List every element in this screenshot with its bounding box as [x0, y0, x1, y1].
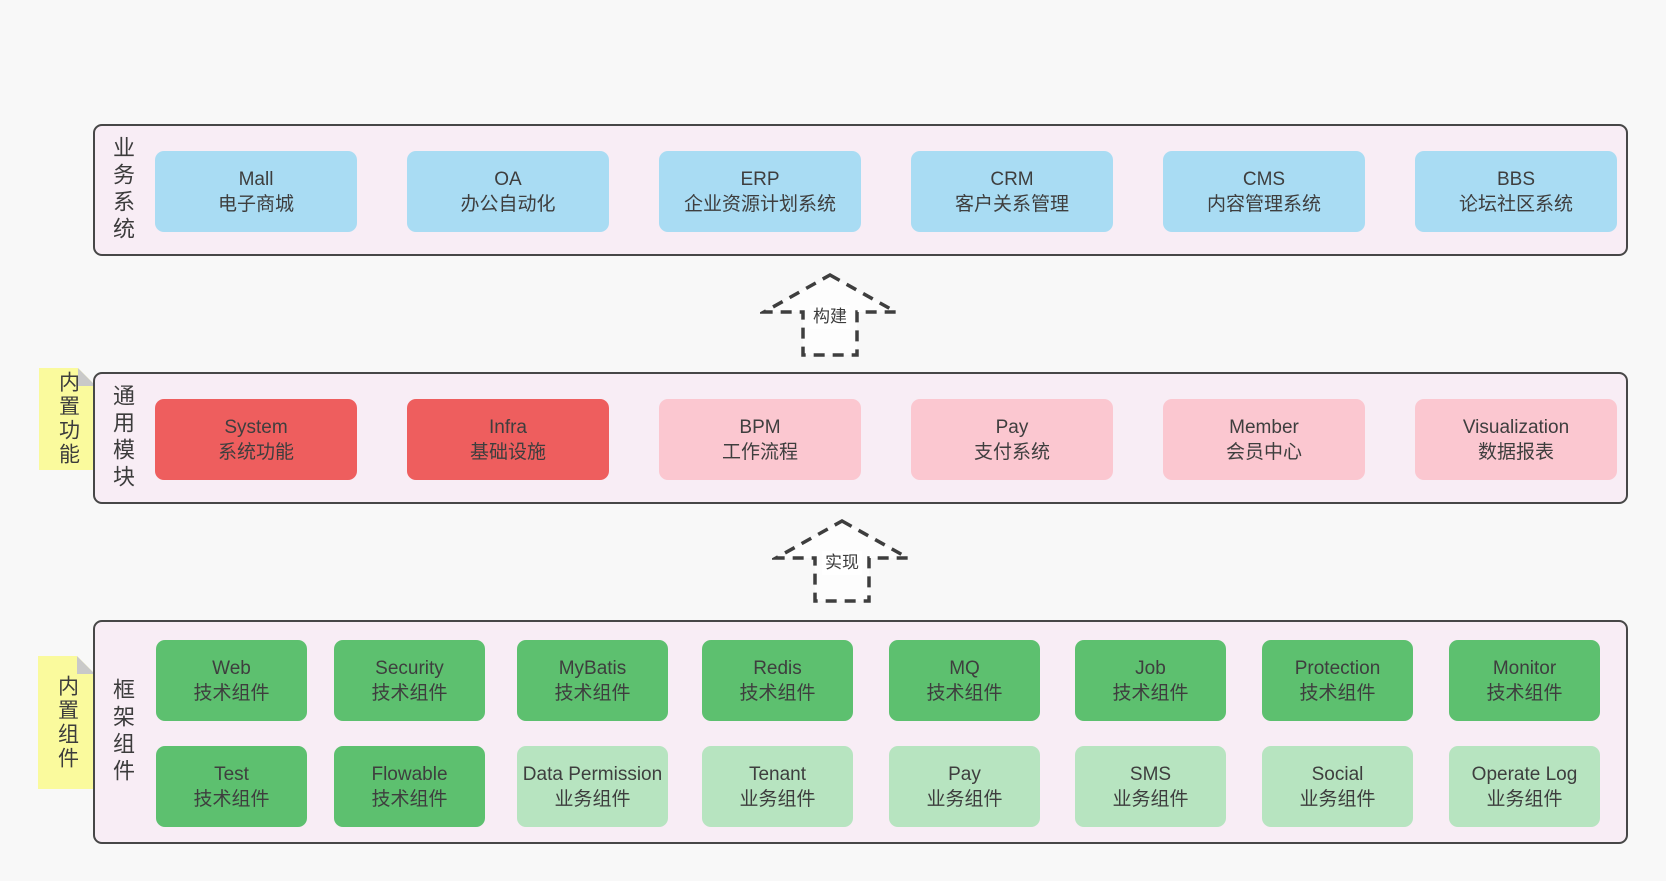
box-visualization: Visualization 数据报表	[1415, 399, 1617, 480]
box-title: Tenant	[748, 763, 807, 785]
box-title: Mall	[238, 168, 274, 190]
framework-components-layer: 框架组件 Web 技术组件 Security 技术组件 MyBatis 技术组件…	[93, 620, 1628, 844]
box-title: MyBatis	[558, 657, 627, 679]
box-subtitle: 数据报表	[1477, 441, 1554, 463]
box-data-permission: Data Permission 业务组件	[517, 746, 668, 827]
box-mq: MQ 技术组件	[889, 640, 1040, 721]
box-subtitle: 技术组件	[1112, 682, 1189, 704]
box-subtitle: 工作流程	[721, 441, 798, 463]
box-protection: Protection 技术组件	[1262, 640, 1413, 721]
box-title: Infra	[488, 416, 528, 438]
box-pay: Pay 支付系统	[911, 399, 1113, 480]
box-subtitle: 技术组件	[926, 682, 1003, 704]
box-subtitle: 技术组件	[739, 682, 816, 704]
build-arrow: 构建	[760, 272, 900, 358]
box-title: Pay	[995, 416, 1029, 438]
box-bbs: BBS 论坛社区系统	[1415, 151, 1617, 232]
box-title: OA	[494, 168, 522, 190]
sticky-label: 内置功能	[56, 371, 80, 467]
box-subtitle: 技术组件	[371, 788, 448, 810]
box-title: Web	[212, 657, 251, 679]
box-social: Social 业务组件	[1262, 746, 1413, 827]
box-subtitle: 技术组件	[193, 788, 270, 810]
box-title: Visualization	[1462, 416, 1570, 438]
box-subtitle: 系统功能	[217, 441, 294, 463]
box-title: Monitor	[1492, 657, 1557, 679]
box-title: ERP	[740, 168, 780, 190]
box-title: Security	[375, 657, 444, 679]
box-title: Operate Log	[1471, 763, 1578, 785]
box-subtitle: 支付系统	[973, 441, 1050, 463]
box-subtitle: 业务组件	[1486, 788, 1563, 810]
box-test: Test 技术组件	[156, 746, 307, 827]
box-title: BPM	[739, 416, 781, 438]
box-subtitle: 业务组件	[1112, 788, 1189, 810]
box-operate-log: Operate Log 业务组件	[1449, 746, 1600, 827]
implement-arrow: 实现	[772, 518, 912, 604]
box-subtitle: 业务组件	[1299, 788, 1376, 810]
box-title: CRM	[990, 168, 1034, 190]
box-subtitle: 技术组件	[1299, 682, 1376, 704]
sticky-note-builtin-features: 内置功能	[39, 368, 96, 470]
box-subtitle: 技术组件	[371, 682, 448, 704]
sticky-label: 内置组件	[55, 674, 79, 771]
box-tenant: Tenant 业务组件	[702, 746, 853, 827]
box-system: System 系统功能	[155, 399, 357, 480]
box-subtitle: 业务组件	[739, 788, 816, 810]
box-title: Redis	[753, 657, 802, 679]
box-cms: CMS 内容管理系统	[1163, 151, 1365, 232]
box-title: Data Permission	[522, 763, 663, 785]
business-systems-layer: 业务系统 Mall 电子商城 OA 办公自动化 ERP 企业资源计划系统 CRM…	[93, 124, 1628, 256]
box-erp: ERP 企业资源计划系统	[659, 151, 861, 232]
box-subtitle: 业务组件	[926, 788, 1003, 810]
box-monitor: Monitor 技术组件	[1449, 640, 1600, 721]
box-title: Job	[1135, 657, 1166, 679]
box-subtitle: 论坛社区系统	[1458, 193, 1573, 215]
box-bpm: BPM 工作流程	[659, 399, 861, 480]
box-title: MQ	[949, 657, 980, 679]
box-title: Protection	[1294, 657, 1381, 679]
sticky-note-builtin-components: 内置组件	[38, 656, 95, 789]
box-pay-component: Pay 业务组件	[889, 746, 1040, 827]
box-web: Web 技术组件	[156, 640, 307, 721]
box-subtitle: 内容管理系统	[1206, 193, 1321, 215]
layer-label-framework: 框架组件	[110, 678, 135, 786]
box-title: Test	[214, 763, 249, 785]
box-subtitle: 企业资源计划系统	[683, 193, 836, 215]
box-title: System	[224, 416, 288, 438]
box-subtitle: 电子商城	[217, 193, 294, 215]
box-member: Member 会员中心	[1163, 399, 1365, 480]
box-title: SMS	[1129, 763, 1172, 785]
box-oa: OA 办公自动化	[407, 151, 609, 232]
arrow-label-implement: 实现	[822, 551, 862, 575]
common-modules-layer: 通用模块 System 系统功能 Infra 基础设施 BPM 工作流程 Pay…	[93, 372, 1628, 504]
layer-label-modules: 通用模块	[110, 384, 135, 492]
box-subtitle: 技术组件	[554, 682, 631, 704]
box-title: CMS	[1242, 168, 1286, 190]
box-sms: SMS 业务组件	[1075, 746, 1226, 827]
box-mall: Mall 电子商城	[155, 151, 357, 232]
box-crm: CRM 客户关系管理	[911, 151, 1113, 232]
box-mybatis: MyBatis 技术组件	[517, 640, 668, 721]
box-title: Pay	[948, 763, 981, 785]
box-flowable: Flowable 技术组件	[334, 746, 485, 827]
box-subtitle: 技术组件	[1486, 682, 1563, 704]
layer-label-business: 业务系统	[110, 136, 135, 244]
box-subtitle: 会员中心	[1225, 441, 1302, 463]
box-redis: Redis 技术组件	[702, 640, 853, 721]
box-security: Security 技术组件	[334, 640, 485, 721]
box-job: Job 技术组件	[1075, 640, 1226, 721]
box-title: Flowable	[371, 763, 448, 785]
box-subtitle: 办公自动化	[460, 193, 556, 215]
box-infra: Infra 基础设施	[407, 399, 609, 480]
box-title: Social	[1311, 763, 1364, 785]
arrow-label-build: 构建	[810, 305, 850, 329]
box-subtitle: 业务组件	[554, 788, 631, 810]
box-title: BBS	[1496, 168, 1536, 190]
box-subtitle: 技术组件	[193, 682, 270, 704]
box-title: Member	[1229, 416, 1299, 438]
box-subtitle: 客户关系管理	[954, 193, 1069, 215]
box-subtitle: 基础设施	[469, 441, 546, 463]
